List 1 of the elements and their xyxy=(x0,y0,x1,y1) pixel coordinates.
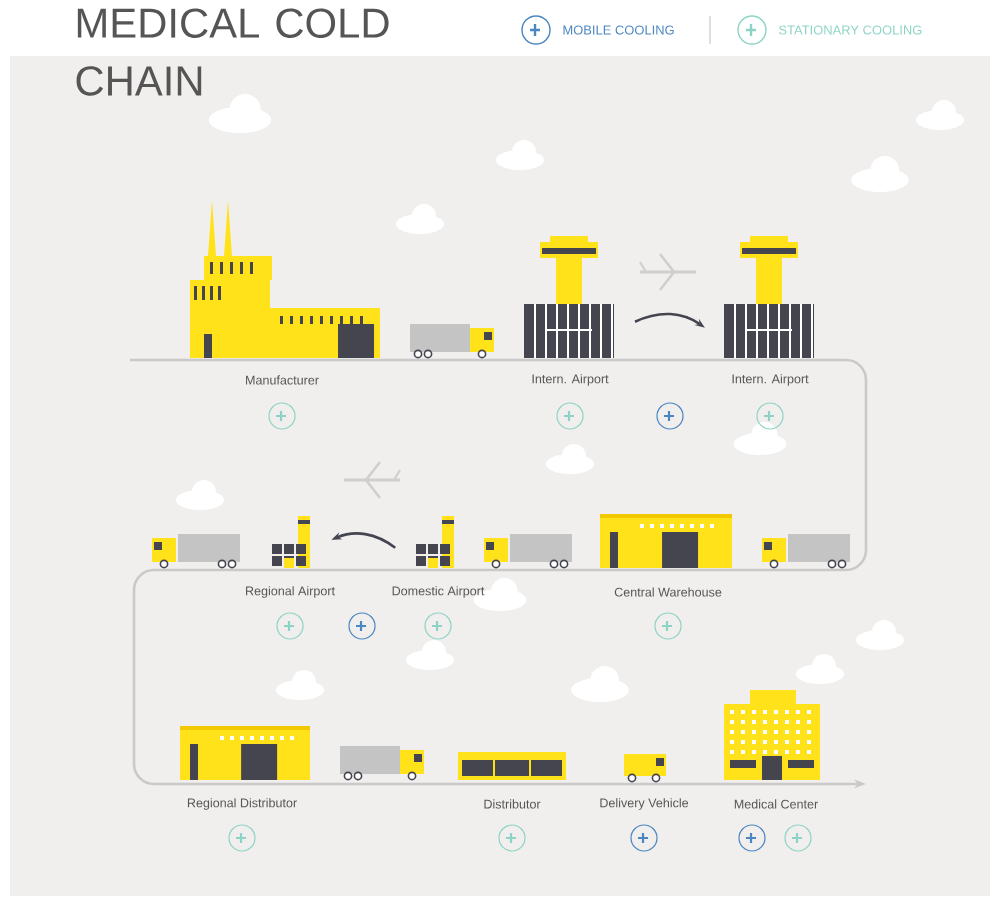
title: MEDICAL COLD CHAIN xyxy=(76,8,389,96)
